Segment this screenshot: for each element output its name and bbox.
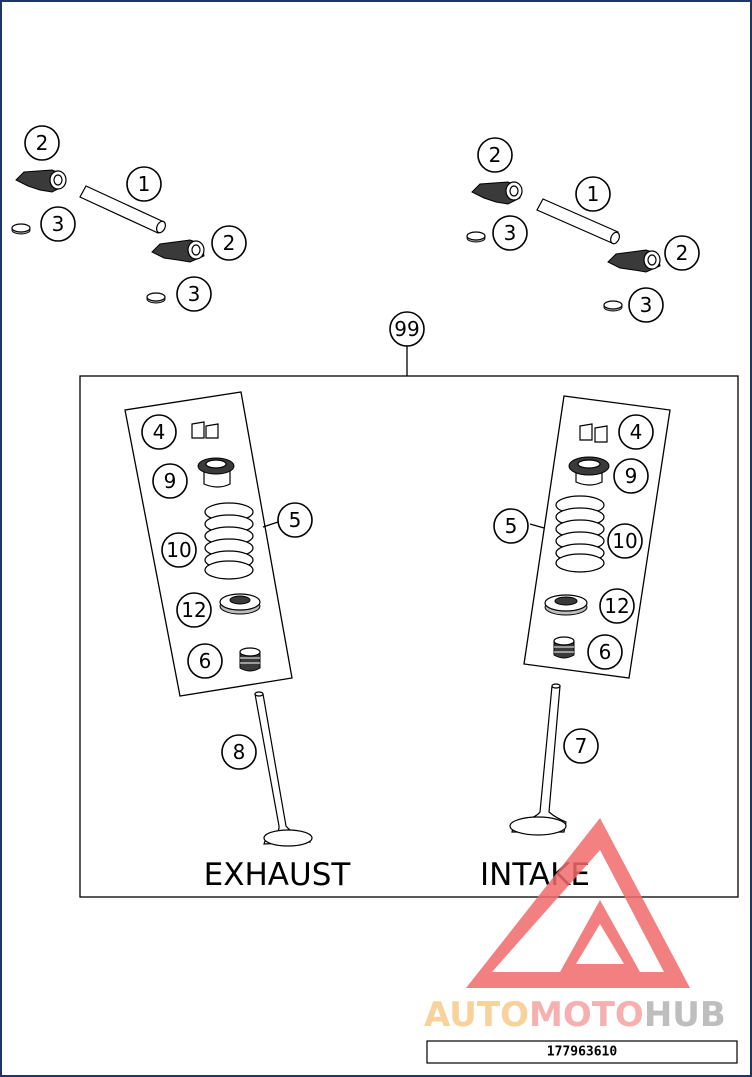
rocker-washer-left-1 bbox=[11, 223, 31, 235]
callout-intake-valve-stem-seal: 6 bbox=[587, 634, 623, 670]
callout-exhaust-valve-stem-seal: 6 bbox=[187, 643, 223, 679]
rocker-shaft-left bbox=[79, 185, 167, 234]
intake-valve-keeper bbox=[579, 423, 608, 443]
callout-label: 2 bbox=[223, 231, 236, 255]
callout-exhaust-spring-kit: 5 bbox=[277, 502, 313, 538]
callout-label: 1 bbox=[138, 172, 151, 196]
callout-label: 4 bbox=[630, 420, 643, 444]
exhaust-valve bbox=[254, 691, 313, 847]
callout-label: 2 bbox=[36, 131, 49, 155]
callout-rocker-arm-left-upper: 2 bbox=[24, 125, 60, 161]
callout-rocker-arm-left-lower: 2 bbox=[211, 225, 247, 261]
exhaust-valve-keeper bbox=[191, 421, 219, 439]
intake-spring-retainer bbox=[568, 456, 610, 486]
rocker-group-right: 2 1 3 2 3 bbox=[466, 137, 700, 323]
callout-exhaust-valve-spring: 10 bbox=[161, 532, 197, 568]
callout-rocker-shaft-left: 1 bbox=[126, 166, 162, 202]
watermark-wordmark: AUTOMOTOHUB bbox=[424, 995, 726, 1035]
watermark-auto: AUTO bbox=[424, 995, 529, 1035]
callout-exhaust-valve-keeper: 4 bbox=[141, 414, 177, 450]
callout-rocker-washer-left-2: 3 bbox=[176, 276, 212, 312]
callout-exhaust-spring-retainer: 9 bbox=[152, 463, 188, 499]
exhaust-valve-stem-seal bbox=[239, 647, 261, 672]
callout-rocker-arm-right-lower: 2 bbox=[664, 235, 700, 271]
callout-exhaust-spring-seat: 12 bbox=[176, 592, 212, 628]
exhaust-valve-spring bbox=[204, 502, 254, 580]
callout-label: 9 bbox=[625, 464, 638, 488]
rocker-washer-right-1 bbox=[466, 231, 486, 243]
callout-valve-kit: 99 bbox=[389, 311, 425, 347]
callout-label: 2 bbox=[676, 241, 689, 265]
intake-spring-kit-frame bbox=[523, 395, 671, 679]
rocker-group-left: 2 1 3 2 3 bbox=[11, 125, 247, 312]
rocker-washer-left-2 bbox=[146, 292, 166, 304]
watermark-logo: AUTOMOTOHUB bbox=[424, 818, 726, 1035]
watermark-triangle bbox=[466, 818, 690, 988]
callout-label: 4 bbox=[153, 420, 166, 444]
intake-valve bbox=[509, 683, 567, 836]
rocker-arm-left-lower bbox=[151, 239, 205, 263]
callout-intake-valve: 7 bbox=[563, 728, 599, 764]
intake-valve-stem-seal bbox=[553, 636, 575, 659]
callout-label: 3 bbox=[52, 212, 65, 236]
callout-rocker-washer-right-2: 3 bbox=[628, 287, 664, 323]
callout-intake-spring-seat: 12 bbox=[599, 588, 635, 624]
callout-label: 9 bbox=[164, 469, 177, 493]
document-number-box: 177963610 bbox=[426, 1040, 738, 1064]
intake-valve-spring bbox=[555, 495, 605, 573]
callout-label: 10 bbox=[612, 529, 637, 553]
callout-label: 12 bbox=[604, 594, 629, 618]
exhaust-spring-seat bbox=[219, 593, 261, 615]
callout-rocker-washer-right-1: 3 bbox=[492, 215, 528, 251]
callout-label: 6 bbox=[199, 649, 212, 673]
watermark-triangle-inner bbox=[560, 900, 640, 972]
rocker-arm-right-lower bbox=[607, 249, 661, 273]
callout-label: 3 bbox=[188, 282, 201, 306]
callout-rocker-shaft-right: 1 bbox=[575, 176, 611, 212]
callout-intake-valve-keeper: 4 bbox=[618, 414, 654, 450]
callout-intake-valve-spring: 10 bbox=[607, 523, 643, 559]
exhaust-spring-kit-frame bbox=[124, 391, 293, 697]
watermark-moto: MOTO bbox=[529, 995, 644, 1035]
intake-spring-seat bbox=[544, 594, 588, 616]
callout-label: 12 bbox=[181, 598, 206, 622]
exhaust-spring-retainer bbox=[197, 457, 235, 488]
callout-exhaust-valve: 8 bbox=[221, 734, 257, 770]
rocker-arm-right-upper bbox=[471, 181, 523, 205]
callout-label: 3 bbox=[504, 221, 517, 245]
rocker-washer-right-2 bbox=[603, 300, 623, 312]
rocker-arm-left-upper bbox=[15, 169, 67, 193]
callout-label: 1 bbox=[587, 182, 600, 206]
valve-kit-frame bbox=[79, 375, 739, 898]
callout-label: 7 bbox=[575, 734, 588, 758]
callout-label: 6 bbox=[599, 640, 612, 664]
callout-label: 3 bbox=[640, 293, 653, 317]
callout-label: 10 bbox=[166, 538, 191, 562]
callout-label: 8 bbox=[233, 740, 246, 764]
exhaust-label: EXHAUST bbox=[204, 857, 352, 893]
valve-kit-group: 99 bbox=[79, 311, 739, 898]
callout-rocker-arm-right-upper: 2 bbox=[477, 137, 513, 173]
callout-label: 2 bbox=[489, 143, 502, 167]
rocker-shaft-right bbox=[536, 198, 620, 245]
watermark-hub: HUB bbox=[644, 995, 726, 1035]
callout-label: 5 bbox=[289, 508, 302, 532]
callout-label: 5 bbox=[505, 514, 518, 538]
callout-intake-spring-kit: 5 bbox=[493, 508, 529, 544]
document-number: 177963610 bbox=[547, 1045, 618, 1060]
callout-rocker-washer-left-1: 3 bbox=[40, 206, 76, 242]
callout-intake-spring-retainer: 9 bbox=[613, 458, 649, 494]
callout-label: 99 bbox=[394, 317, 419, 341]
